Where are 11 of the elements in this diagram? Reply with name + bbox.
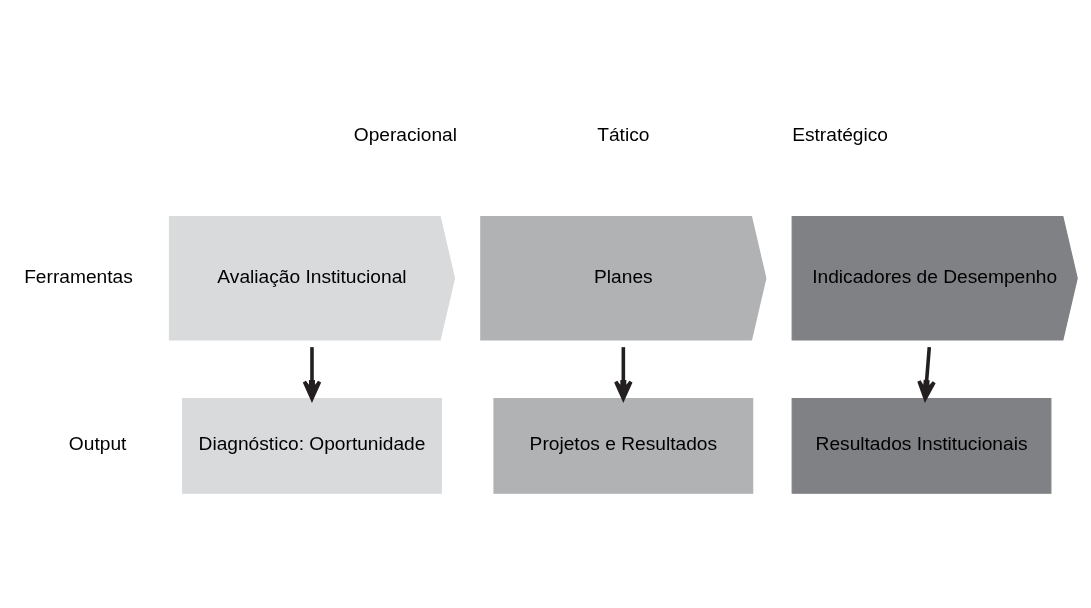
node-box: Resultados Institucionais <box>791 398 1052 494</box>
arrow <box>302 347 322 401</box>
label: Operacional <box>353 123 458 145</box>
label: Tático <box>597 123 650 145</box>
arrow <box>917 347 936 401</box>
label: Estratégico <box>792 123 889 145</box>
label: Output <box>68 433 127 455</box>
node-box: Diagnóstico: Oportunidade <box>182 398 442 494</box>
label: Ferramentas <box>24 265 133 287</box>
arrow <box>614 347 633 401</box>
node-box: Projetos e Resultados <box>493 398 754 494</box>
